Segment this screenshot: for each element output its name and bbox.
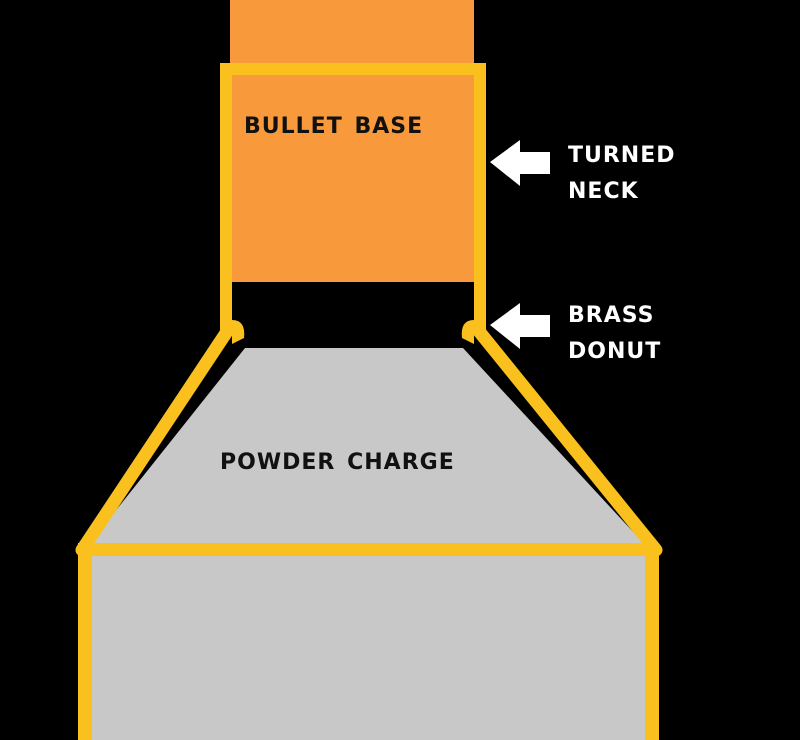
bullet-base-label: Bullet Base [244, 105, 424, 141]
turned-neck-arrow [490, 140, 550, 186]
bullet-shank [230, 0, 474, 70]
turned-neck-label-line-2: Neck [568, 170, 639, 206]
case-body-right-wall [645, 543, 659, 740]
brass-donut-label-line-1: Brass [568, 294, 655, 330]
case-neck-top-wall [220, 63, 486, 75]
brass-donut-arrow [490, 303, 550, 349]
brass-donut-label: Brass Donut [568, 294, 661, 366]
case-shoulder-right [471, 323, 663, 557]
brass-donut-left [232, 320, 245, 344]
case-body-left-wall [78, 543, 92, 740]
case-shoulder-left [75, 323, 235, 557]
case-neck-left-wall [220, 63, 232, 333]
turned-neck-label: Turned Neck [568, 134, 676, 206]
turned-neck-label-line-1: Turned [568, 134, 676, 170]
case-neck-right-wall [474, 63, 486, 333]
case-body-top-line [78, 543, 658, 556]
brass-donut-right [461, 320, 474, 344]
powder-charge-label: Powder Charge [220, 441, 455, 477]
brass-donut-label-line-2: Donut [568, 330, 662, 366]
bullet-base-region [230, 70, 474, 282]
